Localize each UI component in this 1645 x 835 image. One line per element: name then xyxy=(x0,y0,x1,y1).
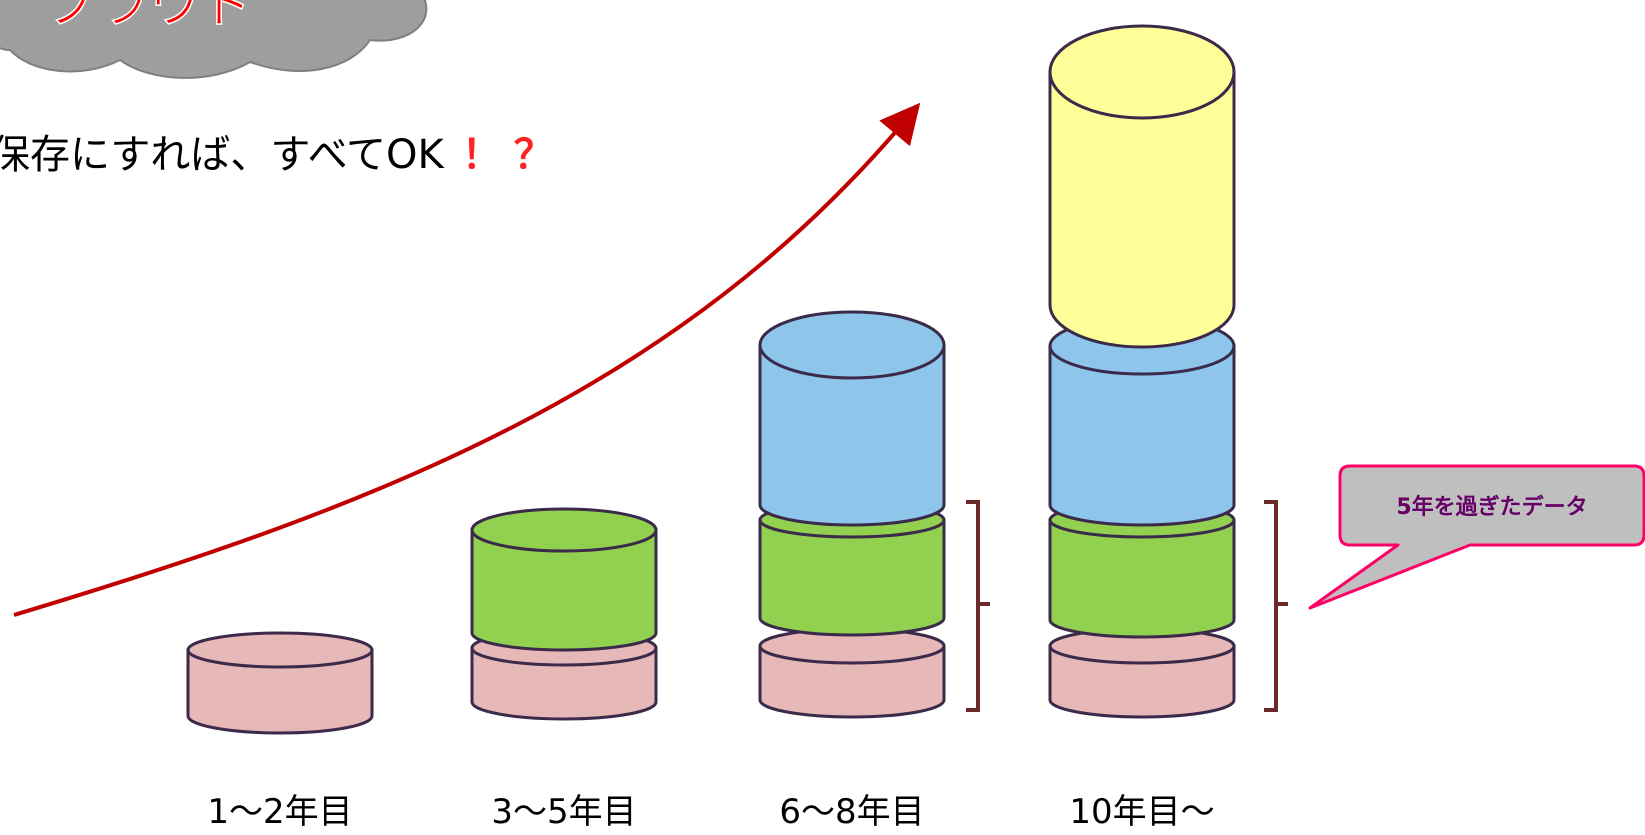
growth-arrow xyxy=(13,102,921,617)
callout-text: 5年を過ぎたデータ xyxy=(1396,494,1587,520)
headline: 保存にすれば、すべてOK ！？ xyxy=(0,132,566,178)
column-label: 1〜2年目 xyxy=(207,792,352,831)
headline-emphasis: ！？ xyxy=(462,132,566,178)
bracket-year-6-8 xyxy=(966,500,990,712)
cylinder-blue xyxy=(758,310,946,527)
cylinder-yellow xyxy=(1048,24,1236,349)
stack-year-3-5 xyxy=(470,507,658,721)
bracket-year-10-plus xyxy=(1264,500,1288,712)
cylinder-pink xyxy=(186,631,374,735)
cylinder-pink xyxy=(758,627,946,719)
cloud-banner: ブラウド xyxy=(0,0,428,79)
cloud-shape xyxy=(0,0,428,79)
banner-text: ブラウド xyxy=(45,0,253,35)
cylinder-pink xyxy=(1048,627,1236,719)
stack-year-10-plus xyxy=(1048,24,1236,719)
cylinder-blue xyxy=(1048,316,1236,527)
column-labels: 1〜2年目 3〜5年目 6〜8年目 10年目〜 xyxy=(207,792,1214,832)
column-label: 6〜8年目 xyxy=(779,792,924,831)
headline-main: 保存にすれば、すべてOK xyxy=(0,132,445,178)
column-label: 3〜5年目 xyxy=(491,792,636,831)
cylinder-green xyxy=(470,507,658,652)
headline-text: 保存にすれば、すべてOK ！？ xyxy=(0,132,566,178)
stack-year-6-8 xyxy=(758,310,946,719)
callout: 5年を過ぎたデータ xyxy=(1308,464,1645,610)
callout-bubble xyxy=(1308,464,1645,610)
column-label: 10年目〜 xyxy=(1069,792,1214,831)
stack-year-1-2 xyxy=(186,631,374,735)
